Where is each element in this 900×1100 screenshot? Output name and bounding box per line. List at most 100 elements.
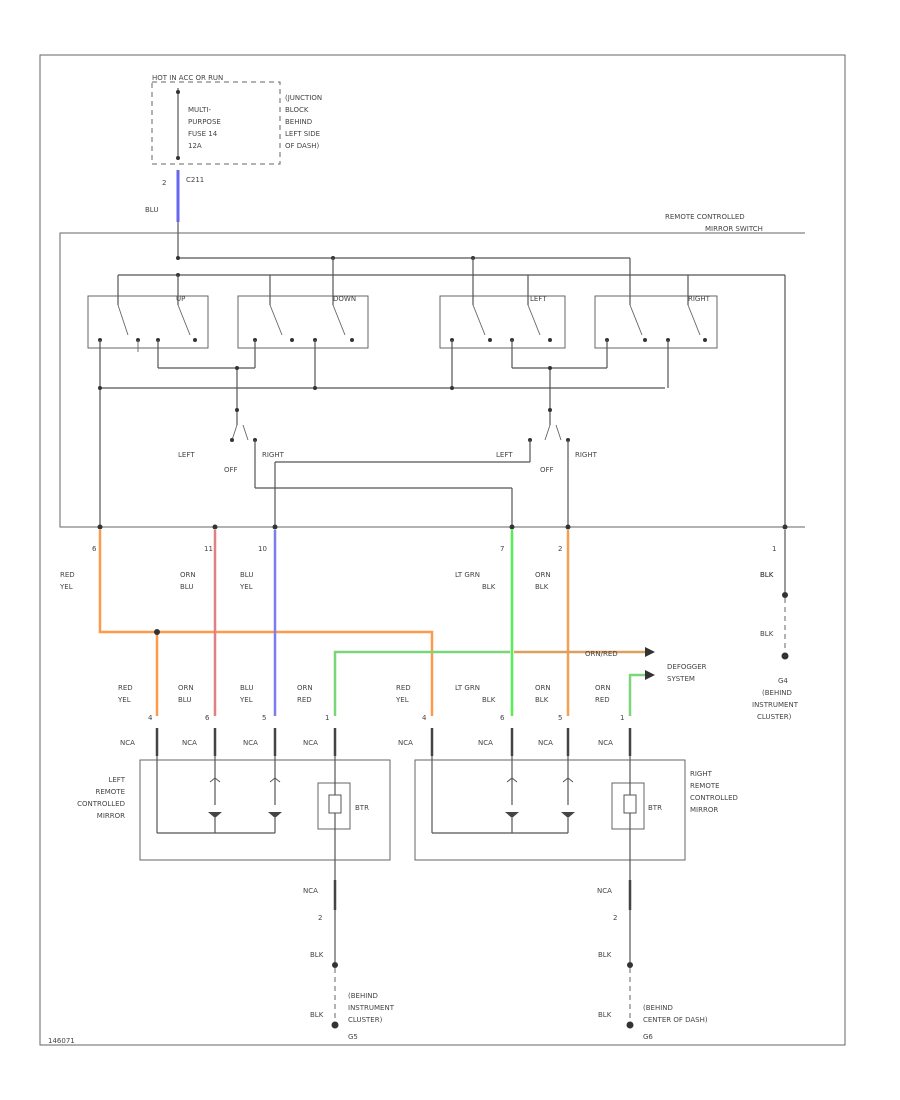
left-mirror-label-4: MIRROR [97,812,125,820]
upper-wire-6-c1: BLK [760,571,774,579]
upper-pin-3: 10 [258,545,267,553]
defogger-label-2: SYSTEM [667,675,695,683]
wire-orn-red-left-a [333,650,510,716]
lower-pin-8: 1 [620,714,624,722]
lower-wire-8-c2: RED [595,696,610,704]
left-ground-name: G5 [348,1033,358,1041]
gang-label-down: DOWN [333,295,356,303]
upper-wire-3-c1: BLU [240,571,253,579]
fuse-loc-3: BEHIND [285,118,312,126]
selector-left-pos-left: LEFT [178,451,195,459]
fuse-loc-4: LEFT SIDE [285,130,320,138]
upper-wire-5-c2: BLK [535,583,549,591]
lower-wire-5-c1: RED [396,684,411,692]
upper-wire-4-c2: BLK [482,583,496,591]
left-ground-pin: 2 [318,914,322,922]
fuse-pin: 2 [162,179,166,187]
right-mirror-label-3: CONTROLLED [690,794,738,802]
switch-ground-loc-3: INSTRUMENT [752,701,799,709]
right-ground-pin: 2 [613,914,617,922]
lower-pin-7: 5 [558,714,562,722]
switch-ground: BLK BLK G4 (BEHIND INSTRUMENT CLUSTER) [752,530,799,721]
lower-conn-8: NCA [598,739,613,747]
orn-red-label: ORN/RED [585,650,618,658]
mirror-switch: REMOTE CONTROLLED MIRROR SWITCH UP DOWN [59,213,805,528]
harness-wires [98,530,645,716]
lower-pin-6: 6 [500,714,505,722]
gang-label-right: RIGHT [688,295,711,303]
right-ground-name: G6 [643,1033,653,1041]
right-mirror-label-2: REMOTE [690,782,720,790]
left-ground-loc-2: INSTRUMENT [348,1004,395,1012]
selector-left-pos-off: OFF [224,466,238,474]
selector-right-pos-off: OFF [540,466,554,474]
switch-title-1: REMOTE CONTROLLED [665,213,745,221]
fuse-name-2: PURPOSE [188,118,221,126]
lower-pin-2: 6 [205,714,210,722]
defogger-label-1: DEFOGGER [667,663,707,671]
fuse-block: HOT IN ACC OR RUN MULTI- PURPOSE FUSE 14… [151,74,322,165]
upper-pin-6: 1 [772,545,776,553]
lower-wire-3-c2: YEL [239,696,253,704]
lower-pin-1: 4 [148,714,153,722]
left-mirror-label-3: CONTROLLED [77,800,125,808]
right-ground-wire-bottom: BLK [598,1011,612,1019]
selector-left-pos-right: RIGHT [262,451,285,459]
lower-wire-1-c2: YEL [117,696,131,704]
fuse-loc-1: (JUNCTION [285,94,322,102]
lower-wire-8-c1: ORN [595,684,611,692]
right-mirror-label-1: RIGHT [690,770,713,778]
lower-pin-4: 1 [325,714,329,722]
left-mirror-ground: NCA 2 BLK BLK (BEHIND INSTRUMENT CLUSTER… [303,880,395,1041]
upper-wire-4-c1: LT GRN [455,571,480,579]
fuse-loc-5: OF DASH) [285,142,320,150]
left-ground-wire-top: BLK [310,951,324,959]
lower-conn-7: NCA [538,739,553,747]
switch-ground-loc-2: (BEHIND [762,689,792,697]
upper-wire-5-c1: ORN [535,571,551,579]
left-mirror: BTR LEFT REMOTE CONTROLLED MIRROR [77,756,391,880]
lower-wire-5-c2: YEL [395,696,409,704]
right-mirror: BTR RIGHT REMOTE CONTROLLED MIRROR [414,756,738,880]
lower-conn-2: NCA [182,739,197,747]
right-mirror-ground: NCA 2 BLK BLK (BEHIND CENTER OF DASH) G6 [597,880,708,1041]
switch-ground-loc-4: CLUSTER) [757,713,792,721]
lower-wire-1-c1: RED [118,684,133,692]
upper-wire-3-c2: YEL [239,583,253,591]
left-mirror-label-2: REMOTE [95,788,125,796]
lower-pin-3: 5 [262,714,266,722]
right-heater-label: BTR [648,804,662,812]
lower-conn-1: NCA [120,739,135,747]
right-mirror-label-4: MIRROR [690,806,718,814]
lower-conn-5: NCA [398,739,413,747]
right-ground-wire-top: BLK [598,951,612,959]
lower-conn-3: NCA [243,739,258,747]
lower-conn-4: NCA [303,739,318,747]
lower-wire-7-c2: BLK [535,696,549,704]
lower-conn-6: NCA [478,739,493,747]
left-mirror-label-1: LEFT [108,776,125,784]
lower-pin-5: 4 [422,714,427,722]
lower-wire-4-c2: RED [297,696,312,704]
figure-id: 146071 [48,1037,75,1045]
selector-right-pos-left: LEFT [496,451,513,459]
gang-label-up: UP [176,295,185,303]
fuse-name-3: FUSE 14 [188,130,218,138]
left-ground-loc-1: (BEHIND [348,992,378,1000]
switch-ground-wire-bottom: BLK [760,630,774,638]
left-ground-conn: NCA [303,887,318,895]
diagram-frame [39,54,846,1046]
switch-ground-wire-top: BLK [760,571,774,579]
gang-label-left: LEFT [530,295,547,303]
fuse-name-4: 12A [188,142,202,150]
fuse-name-1: MULTI- [188,106,211,114]
fuse-connector: C211 [186,176,204,184]
lower-wire-3-c1: BLU [240,684,253,692]
lower-wire-2-c2: BLU [178,696,191,704]
upper-pin-2: 11 [204,545,213,553]
upper-pin-4: 7 [500,545,504,553]
switch-ground-loc-1: G4 [778,677,788,685]
lower-wire-2-c1: ORN [178,684,194,692]
right-ground-loc-1: (BEHIND [643,1004,673,1012]
